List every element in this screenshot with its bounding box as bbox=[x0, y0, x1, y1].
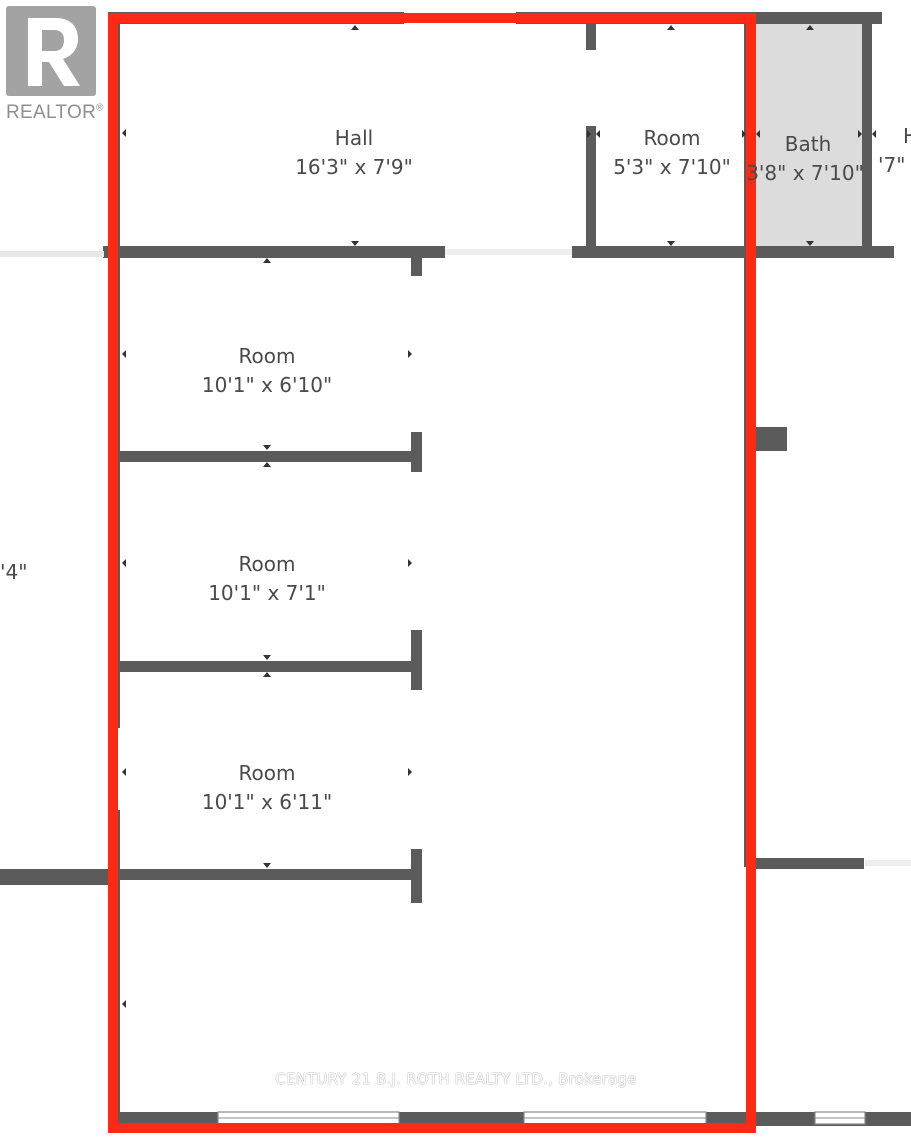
room-label-room-3: Room 10'1" x 6'11" bbox=[202, 759, 332, 817]
room-name: Room bbox=[238, 344, 296, 368]
edge-label-left-dims: '4" bbox=[0, 560, 28, 584]
wall-hall-bottom bbox=[103, 246, 445, 258]
edge-label-right-dims: '7" bbox=[878, 153, 906, 177]
realtor-logo: REALTOR® bbox=[6, 6, 104, 124]
room-name: Room bbox=[643, 126, 701, 150]
room-dims: 5'3" x 7'10" bbox=[613, 155, 731, 179]
room-label-room-1: Room 10'1" x 6'10" bbox=[202, 342, 332, 400]
highlighted-unit-outline bbox=[108, 13, 756, 1133]
room-dims: 10'1" x 6'10" bbox=[201, 373, 333, 397]
room-label-room-top: Room 5'3" x 7'10" bbox=[613, 124, 731, 182]
wall-room3-stub bbox=[411, 849, 422, 903]
wall-column-top-stub bbox=[411, 254, 422, 276]
wall-room1-bottom bbox=[120, 451, 422, 462]
room-name: Hall bbox=[334, 126, 374, 150]
wall-left-exterior bbox=[0, 869, 110, 885]
wall-bath-right bbox=[862, 22, 872, 254]
brokerage-watermark: CENTURY 21 B.J. ROTH REALTY LTD., Broker… bbox=[275, 1070, 637, 1088]
room-label-bath: Bath 3'8" x 7'10" bbox=[747, 130, 869, 188]
wall-hall-room-upper bbox=[586, 22, 596, 50]
wall-hall-room-lower bbox=[586, 126, 596, 254]
room-dims: 16'3" x 7'9" bbox=[295, 155, 413, 179]
realtor-logo-mark bbox=[6, 6, 96, 96]
wall-room-bottom bbox=[572, 246, 894, 258]
room-label-hall: Hall 16'3" x 7'9" bbox=[295, 124, 413, 182]
realtor-logo-text: REALTOR® bbox=[6, 102, 104, 123]
room-dims: 3'8" x 7'10" bbox=[747, 161, 864, 185]
room-label-room-2: Room 10'1" x 7'1" bbox=[208, 550, 326, 608]
room-name: Room bbox=[238, 761, 296, 785]
edge-label-right-letter: H bbox=[903, 124, 911, 148]
room-name: Bath bbox=[784, 132, 832, 156]
wall-room2-stub bbox=[411, 630, 422, 690]
room-name: Room bbox=[238, 552, 296, 576]
wall-room1-stub bbox=[411, 432, 422, 472]
bath-shading bbox=[755, 22, 863, 248]
room-dims: 10'1" x 7'1" bbox=[208, 581, 326, 605]
wall-room2-bottom bbox=[120, 661, 422, 672]
room-dims: 10'1" x 6'11" bbox=[201, 790, 333, 814]
wall-right-lower bbox=[754, 858, 864, 869]
wall-right-stub bbox=[754, 427, 787, 451]
dimension-markers bbox=[122, 25, 876, 1008]
wall-room3-bottom bbox=[120, 869, 422, 880]
